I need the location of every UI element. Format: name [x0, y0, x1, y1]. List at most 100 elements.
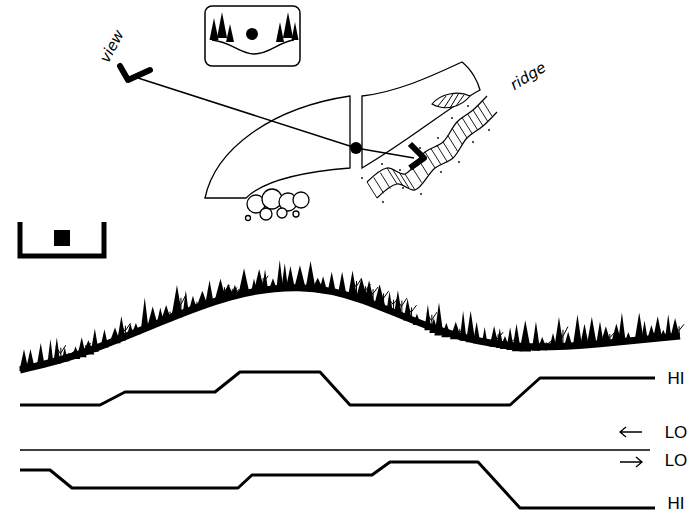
tree — [262, 269, 268, 291]
inset-frame — [205, 6, 300, 66]
tree — [424, 304, 431, 330]
ridge-edge — [367, 96, 487, 182]
inset-frame — [212, 40, 294, 54]
tree — [91, 329, 99, 352]
tree — [26, 349, 35, 370]
boulders — [293, 211, 299, 217]
tree — [295, 265, 305, 286]
tree — [554, 317, 564, 349]
deciduous-tree — [379, 291, 389, 307]
ridge-dot — [402, 187, 404, 189]
hatch — [438, 93, 464, 108]
boulders — [246, 216, 251, 221]
ridge-hatch — [482, 101, 492, 117]
tree — [563, 332, 573, 349]
tree — [132, 323, 140, 334]
view-symbol — [120, 66, 356, 148]
boulders — [260, 208, 272, 220]
ridge-hatch — [374, 177, 384, 193]
tree — [306, 261, 316, 288]
tree — [183, 290, 189, 313]
hatch — [456, 95, 464, 106]
ridge-hatch — [478, 105, 488, 121]
ridge-hatch — [457, 122, 467, 138]
tree — [394, 290, 402, 316]
ridge-hatch — [425, 152, 435, 168]
tree — [37, 343, 45, 367]
view-line — [356, 148, 414, 158]
tree — [434, 302, 443, 335]
tree — [283, 12, 293, 38]
hatch — [450, 93, 459, 108]
inset-tree — [210, 12, 299, 42]
tree — [482, 327, 488, 345]
tree — [512, 324, 521, 352]
level-label: HI — [668, 370, 685, 387]
inset-dot — [246, 28, 258, 40]
tree — [205, 280, 214, 304]
view-arrow — [410, 144, 424, 168]
tree — [618, 312, 626, 343]
tree — [147, 307, 158, 328]
building-symbol — [20, 222, 104, 256]
view-symbol — [120, 66, 150, 80]
ridge-dot — [419, 147, 421, 149]
ridge-hatch — [380, 173, 390, 189]
ridge-hatch — [393, 170, 403, 186]
ridge-dot — [437, 137, 439, 139]
ridge-dot — [488, 129, 490, 131]
boulders — [293, 192, 309, 208]
tree — [238, 268, 249, 294]
tree — [100, 329, 108, 347]
ridge-hatch — [443, 142, 453, 158]
tree — [641, 320, 648, 341]
feature-label: ridge — [508, 59, 549, 92]
tree — [519, 320, 531, 351]
tree — [460, 311, 467, 341]
ridge-hatch — [452, 129, 462, 145]
inset-frame — [205, 6, 300, 66]
tree — [286, 266, 294, 287]
ridge-hatch — [468, 114, 478, 130]
view-label: view — [97, 27, 126, 65]
level-label: HI — [668, 495, 685, 512]
tree — [624, 332, 632, 343]
tree — [338, 272, 347, 295]
tree — [292, 22, 299, 40]
ridge-hatch — [387, 168, 397, 184]
ridge-hatch — [473, 110, 483, 126]
ridge-band — [361, 96, 497, 203]
tree — [210, 18, 219, 40]
profile-lines — [20, 449, 650, 450]
direction-arrow — [620, 427, 642, 467]
hill-ground — [20, 288, 680, 370]
ridge-dot — [451, 117, 453, 119]
tree — [473, 322, 481, 344]
ridge-dot — [382, 201, 384, 203]
ridge-dot — [467, 105, 469, 107]
ridge-hatch — [448, 135, 458, 151]
profile-lines — [20, 372, 655, 508]
tree — [403, 299, 412, 321]
level-label: LO — [665, 424, 688, 441]
ridge-dot — [420, 193, 422, 195]
road-segment — [205, 96, 350, 198]
profile-lines — [20, 462, 655, 508]
tree — [127, 323, 134, 336]
tree — [386, 291, 392, 312]
tree — [276, 22, 284, 42]
level-label: LO — [665, 452, 688, 469]
hatch — [438, 96, 446, 106]
tree — [413, 314, 421, 325]
ridge-hatch — [367, 182, 377, 198]
tree — [665, 314, 672, 339]
tree — [328, 272, 336, 293]
deciduous-tree — [407, 305, 417, 320]
tree — [189, 296, 197, 311]
deciduous-tree — [674, 324, 684, 338]
ridge-hatch — [437, 145, 447, 161]
building-symbol — [20, 222, 104, 256]
